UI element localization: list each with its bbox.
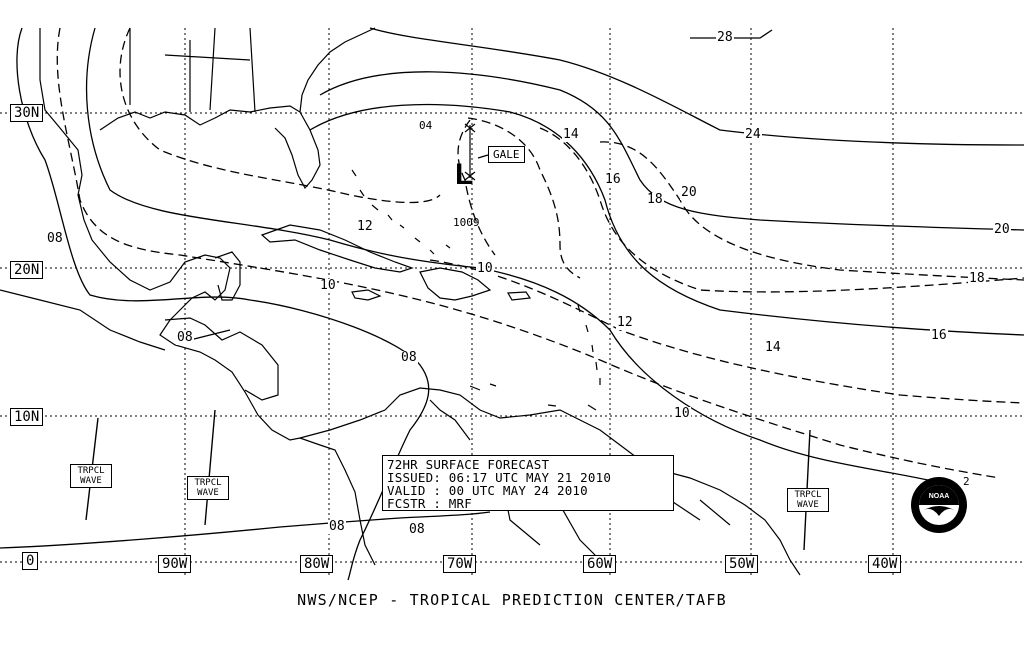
lon-label-40w: 40W (868, 555, 902, 573)
lon-label-60w: 60W (583, 555, 617, 573)
isobar-label: 14 (764, 340, 782, 355)
isobar-label: 12 (356, 219, 374, 234)
forecast-issued: ISSUED: 06:17 UTC MAY 21 2010 (387, 470, 612, 485)
forecast-info-box: 72HR SURFACE FORECAST ISSUED: 06:17 UTC … (382, 455, 674, 511)
isobar-label: 10 (673, 406, 691, 421)
forecast-valid: VALID : 00 UTC MAY 24 2010 (387, 483, 588, 498)
isobar-label: 16 (604, 172, 622, 187)
isobar-label: 2 (963, 475, 970, 488)
isobar-label: 14 (562, 127, 580, 142)
isobar-label: 08 (176, 330, 194, 345)
isobar-label: 08 (400, 350, 418, 365)
isobar-label: 10 (319, 278, 337, 293)
isobar-label: 28 (716, 30, 734, 45)
lat-label-equator: 0 (22, 552, 39, 570)
low-pressure-symbol: L (455, 158, 474, 191)
tropical-wave-line1: TRPCL (77, 466, 105, 476)
tropical-wave-label: TRPCL WAVE (187, 476, 229, 500)
lon-label-70w: 70W (443, 555, 477, 573)
isobars (0, 27, 1024, 581)
tropical-wave-line2: WAVE (80, 476, 102, 486)
isobar-label: 04 (418, 119, 434, 133)
tropical-wave-label: TRPCL WAVE (787, 488, 829, 512)
noaa-logo: NOAA (911, 477, 967, 533)
lon-label-90w: 90W (158, 555, 192, 573)
low-pressure-value: 1009 (453, 216, 480, 229)
gale-warning-label: GALE (488, 146, 525, 163)
noaa-logo-text: NOAA (929, 493, 950, 500)
isobar-label: 08 (408, 522, 426, 537)
isobar-label: 18 (646, 192, 664, 207)
isobar-label: 08 (46, 231, 64, 246)
lon-label-50w: 50W (725, 555, 759, 573)
isobar-label: 18 (968, 271, 986, 286)
isobar-label: 20 (993, 222, 1011, 237)
tropical-wave-label: TRPCL WAVE (70, 464, 112, 488)
tropical-wave-line1: TRPCL (794, 490, 822, 500)
tropical-wave-line2: WAVE (197, 488, 219, 498)
tropical-wave-line2: WAVE (797, 500, 819, 510)
isobar-label: 20 (680, 185, 698, 200)
lat-label-10n: 10N (10, 408, 44, 426)
isobar-label: 24 (744, 127, 762, 142)
lat-label-30n: 30N (10, 104, 44, 122)
lat-label-20n: 20N (10, 261, 44, 279)
low-track-markers (464, 123, 489, 181)
lon-label-80w: 80W (300, 555, 334, 573)
footer-credit: NWS/NCEP - TROPICAL PREDICTION CENTER/TA… (297, 591, 727, 609)
isobar-label: 12 (616, 315, 634, 330)
tropical-wave-line1: TRPCL (194, 478, 222, 488)
forecast-forecaster: FCSTR : MRF (387, 496, 472, 511)
isobar-label: 08 (328, 519, 346, 534)
isobar-label: 10 (476, 261, 494, 276)
isobar-label: 16 (930, 328, 948, 343)
forecast-title: 72HR SURFACE FORECAST (387, 457, 550, 472)
coastlines (0, 27, 801, 576)
